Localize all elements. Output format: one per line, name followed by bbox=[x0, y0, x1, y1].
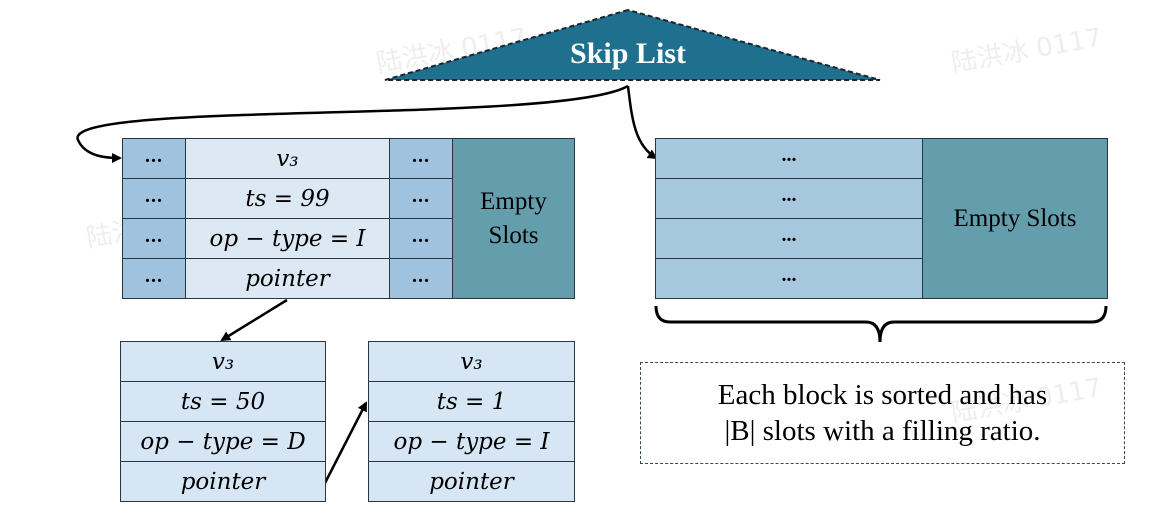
left-dots-cell: ... bbox=[122, 178, 186, 219]
left-dots-cell: ... bbox=[389, 138, 453, 179]
node-b-op-type: op − type = I bbox=[368, 421, 575, 462]
right-row: ... bbox=[655, 138, 923, 179]
left-dots-cell: ... bbox=[122, 258, 186, 299]
left-dots-cell: ... bbox=[122, 218, 186, 259]
left-dots-cell: ... bbox=[389, 218, 453, 259]
node-a-timestamp: ts = 50 bbox=[120, 381, 326, 422]
right-row: ... bbox=[655, 218, 923, 259]
left-empty-slots-label: Empty Slots bbox=[480, 187, 547, 249]
node-b-version: v₃ bbox=[368, 341, 575, 382]
skip-list-triangle bbox=[384, 8, 881, 81]
left-dots-cell: ... bbox=[389, 258, 453, 299]
note-line-1: Each block is sorted and has bbox=[717, 378, 1048, 411]
arrow-to-node-a bbox=[220, 298, 288, 342]
right-empty-slots: Empty Slots bbox=[922, 138, 1108, 299]
left-field-timestamp: ts = 99 bbox=[185, 178, 390, 219]
note-line-2: |B| slots with a filling ratio. bbox=[724, 415, 1041, 447]
left-empty-slots: Empty Slots bbox=[452, 138, 575, 299]
left-field-pointer: pointer bbox=[185, 258, 390, 299]
brace bbox=[654, 305, 1108, 343]
left-field-version: v₃ bbox=[185, 138, 390, 179]
right-row: ... bbox=[655, 258, 923, 299]
left-field-op-type: op − type = I bbox=[185, 218, 390, 259]
left-dots-cell: ... bbox=[389, 178, 453, 219]
node-a-op-type: op − type = D bbox=[120, 421, 326, 462]
arrow-to-left-block bbox=[76, 84, 629, 163]
arrow-to-right-block bbox=[626, 85, 658, 160]
node-a-pointer: pointer bbox=[120, 461, 326, 502]
explanation-note: Each block is sorted and has |B| slots w… bbox=[640, 362, 1125, 464]
node-a-version: v₃ bbox=[120, 341, 326, 382]
skip-list-title: Skip List bbox=[570, 37, 686, 70]
right-row: ... bbox=[655, 178, 923, 219]
left-dots-cell: ... bbox=[122, 138, 186, 179]
node-b-timestamp: ts = 1 bbox=[368, 381, 575, 422]
node-b-pointer: pointer bbox=[368, 461, 575, 502]
arrow-to-node-b bbox=[323, 401, 368, 484]
